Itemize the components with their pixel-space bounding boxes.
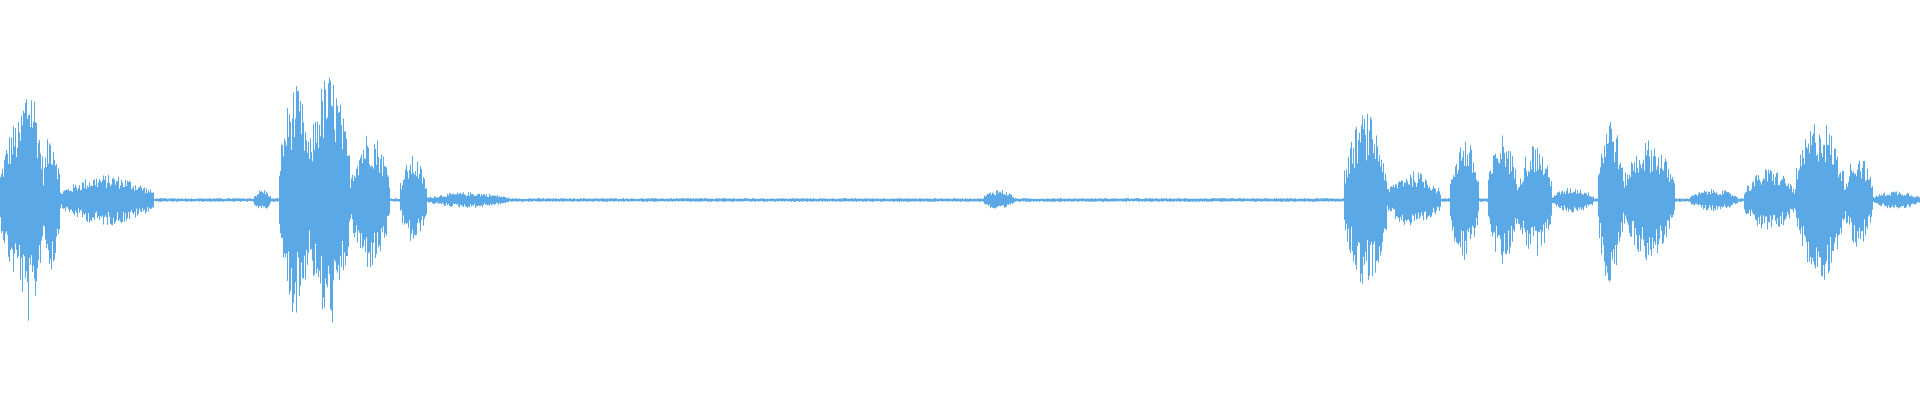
waveform-bars [0, 77, 1920, 323]
